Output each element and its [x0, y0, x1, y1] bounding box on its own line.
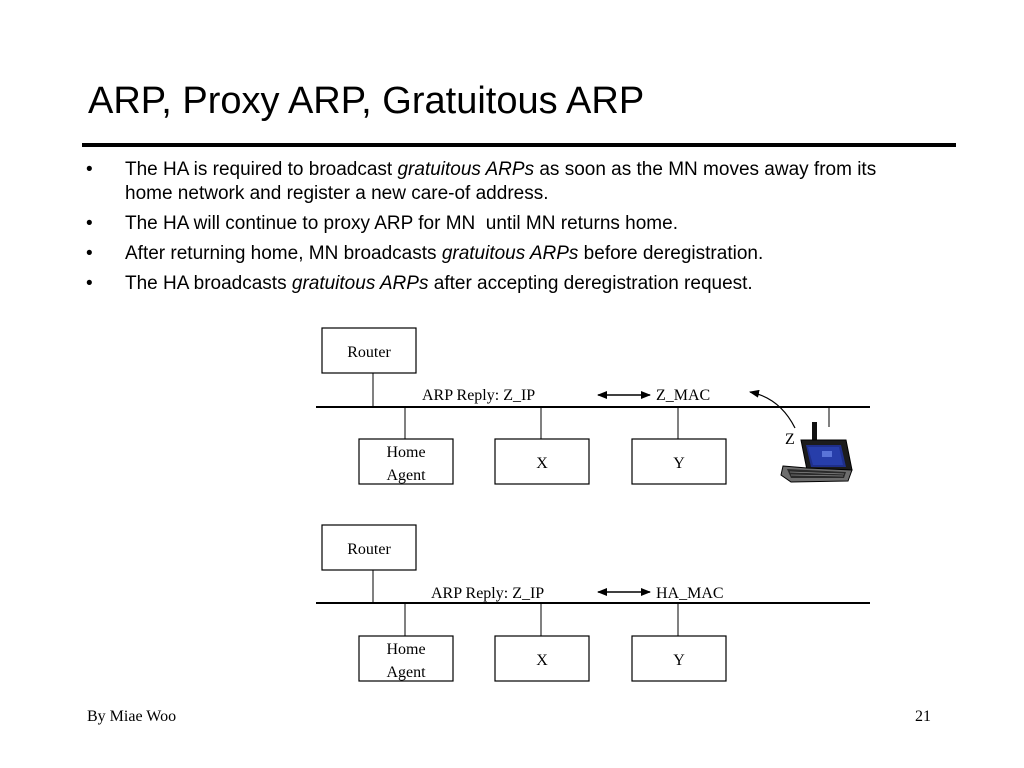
- bullet-emphasis: gratuitous ARPs: [397, 159, 535, 180]
- home-agent-box: [358, 635, 454, 682]
- laptop-icon: [780, 422, 853, 483]
- bullet-text: The HA is required to broadcast: [125, 159, 398, 180]
- mobile-node-label: Z: [785, 431, 795, 448]
- bullet-item: • The HA broadcasts gratuitous ARPs afte…: [86, 272, 916, 296]
- bullet-marker: •: [86, 273, 93, 294]
- home-agent-label: Home: [386, 641, 425, 658]
- bullet-emphasis: gratuitous ARPs: [291, 273, 429, 294]
- bullet-item: • The HA will continue to proxy ARP for …: [86, 212, 916, 236]
- arp-reply-label: ARP Reply: Z_IP: [422, 387, 535, 404]
- bullet-text: before deregistration.: [578, 243, 764, 264]
- bullet-marker: •: [86, 159, 93, 180]
- footer-author: By Miae Woo: [87, 708, 177, 725]
- host-y-label: Y: [673, 455, 685, 472]
- bullet-text: as soon as the MN moves away from its ho…: [125, 159, 877, 204]
- host-y-box: [631, 438, 727, 485]
- bullet-item: • After returning home, MN broadcasts gr…: [86, 242, 916, 266]
- home-agent-label: Home: [386, 444, 425, 461]
- host-x-label: X: [536, 455, 548, 472]
- title-underline: [82, 143, 956, 147]
- host-y-box: [631, 635, 727, 682]
- router-label: Router: [347, 344, 391, 361]
- bullet-marker: •: [86, 213, 93, 234]
- bullet-item: • The HA is required to broadcast gratui…: [86, 158, 916, 206]
- bullet-text: The HA broadcasts: [125, 273, 292, 294]
- home-agent-label: Agent: [386, 467, 426, 484]
- bullet-text: after accepting deregistration request.: [428, 273, 753, 294]
- bullet-list: • The HA is required to broadcast gratui…: [86, 158, 916, 302]
- bullet-marker: •: [86, 243, 93, 264]
- bullet-text: The HA will continue to proxy ARP for MN…: [125, 213, 678, 234]
- page-number: 21: [915, 708, 931, 725]
- router-label: Router: [347, 541, 391, 558]
- host-y-label: Y: [673, 652, 685, 669]
- diagram-bottom: Router ARP Reply: Z_IP HA_MAC Home Agent…: [316, 524, 870, 682]
- router-box: [321, 327, 417, 374]
- mac-label: HA_MAC: [656, 585, 724, 602]
- arp-reply-label: ARP Reply: Z_IP: [431, 585, 544, 602]
- host-x-box: [494, 438, 590, 485]
- slide-title: ARP, Proxy ARP, Gratuitous ARP: [88, 80, 645, 122]
- bullet-emphasis: gratuitous ARPs: [441, 243, 579, 264]
- host-x-box: [494, 635, 590, 682]
- router-box: [321, 524, 417, 571]
- broadcast-arrow: [749, 389, 796, 429]
- bullet-text: After returning home, MN broadcasts: [125, 243, 442, 264]
- home-agent-box: [358, 438, 454, 485]
- home-agent-label: Agent: [386, 664, 426, 681]
- diagram-top: Router ARP Reply: Z_IP Z_MAC Home Agent …: [316, 327, 870, 485]
- host-x-label: X: [536, 652, 548, 669]
- mac-label: Z_MAC: [656, 387, 710, 404]
